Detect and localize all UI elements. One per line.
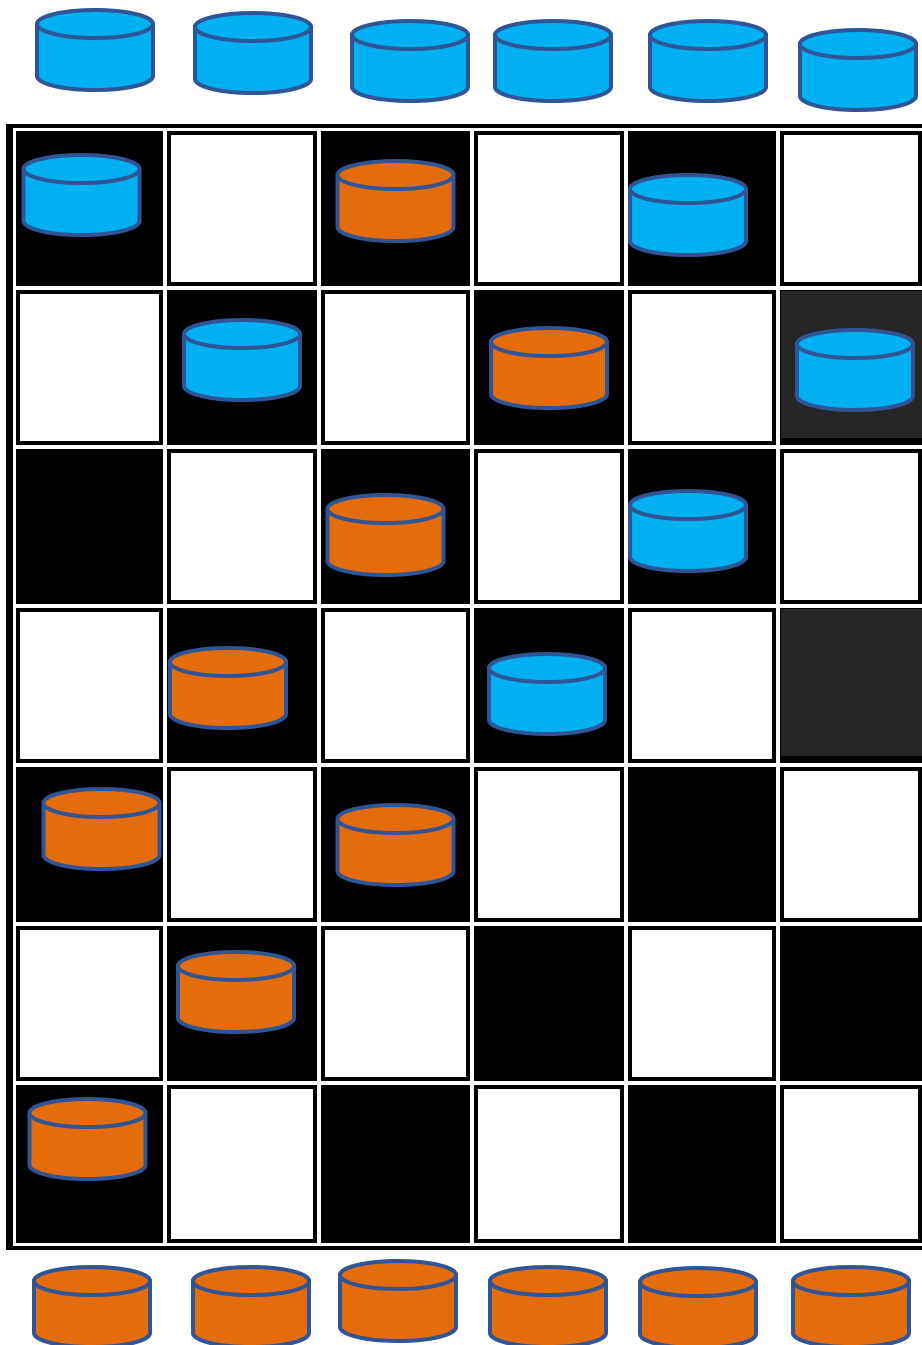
board-square-r6c4[interactable] [474,926,624,1081]
board-square-r3c1[interactable] [16,449,163,604]
board-square-r1c2[interactable] [167,131,317,286]
blue-piece-r4c4[interactable] [489,654,605,734]
orange-piece-r5c1[interactable] [44,789,160,869]
orange-piece-r5c3[interactable] [338,805,454,885]
blue-piece-r1c5[interactable] [630,175,746,255]
orange-reserve-piece-1[interactable] [34,1267,150,1345]
board-square-r6c1[interactable] [16,926,163,1081]
blue-piece-r1c1[interactable] [24,155,140,235]
board-square-r7c5[interactable] [628,1085,776,1243]
orange-piece-r7c1[interactable] [30,1099,146,1179]
board-square-r3c4[interactable] [474,449,624,604]
board-square-r4c3[interactable] [321,608,470,763]
board-square-r2c5[interactable] [628,290,776,445]
board-square-r4c1[interactable] [16,608,163,763]
orange-piece-r4c2[interactable] [170,648,286,728]
blue-reserve-piece-6[interactable] [800,30,916,110]
blue-piece-r2c6[interactable] [797,330,913,410]
blue-reserve-piece-3[interactable] [352,21,468,101]
orange-reserve-piece-3[interactable] [340,1261,456,1341]
orange-reserve-piece-5[interactable] [640,1268,756,1345]
board-square-r1c6[interactable] [780,131,922,286]
game-board [6,124,922,1250]
blue-piece-r3c5[interactable] [630,491,746,571]
board-square-r7c2[interactable] [167,1085,317,1243]
board-square-r6c5[interactable] [628,926,776,1081]
board-square-r2c3[interactable] [321,290,470,445]
blue-reserve-piece-5[interactable] [650,21,766,101]
board-square-r5c2[interactable] [167,767,317,922]
orange-piece-r1c3[interactable] [338,161,454,241]
board-square-r1c4[interactable] [474,131,624,286]
top-reserve-tray [37,10,916,110]
orange-piece-r2c4[interactable] [491,328,607,408]
blue-reserve-piece-4[interactable] [495,21,611,101]
bottom-reserve-tray [34,1261,909,1345]
board-square-r7c6[interactable] [780,1085,922,1243]
blue-reserve-piece-2[interactable] [195,13,311,93]
board-square-r4c5[interactable] [628,608,776,763]
board-square-r6c6[interactable] [780,926,922,1081]
board-square-r5c4[interactable] [474,767,624,922]
orange-piece-r3c3[interactable] [328,495,444,575]
board-square-r4c6[interactable] [780,608,922,763]
board-square-r3c2[interactable] [167,449,317,604]
board-square-r3c6[interactable] [780,449,922,604]
blue-piece-r2c2[interactable] [184,320,300,400]
orange-reserve-piece-6[interactable] [793,1267,909,1345]
board-square-r6c3[interactable] [321,926,470,1081]
blue-reserve-piece-1[interactable] [37,10,153,90]
board-square-r5c6[interactable] [780,767,922,922]
board-square-r2c1[interactable] [16,290,163,445]
orange-reserve-piece-4[interactable] [490,1267,606,1345]
board-square-r5c5[interactable] [628,767,776,922]
orange-reserve-piece-2[interactable] [193,1267,309,1345]
board-square-r7c4[interactable] [474,1085,624,1243]
board-square-r7c3[interactable] [321,1085,470,1243]
orange-piece-r6c2[interactable] [178,952,294,1032]
